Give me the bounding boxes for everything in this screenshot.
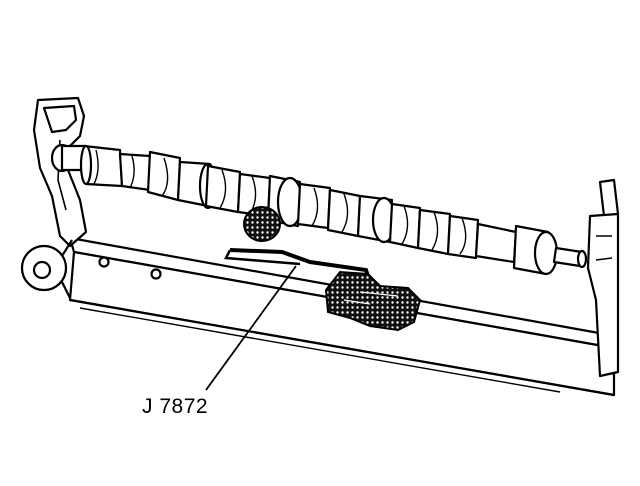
right-bearing-bracket: [586, 178, 620, 378]
indicator-base: [324, 270, 422, 332]
tool-callout-label: J 7872: [142, 395, 209, 418]
camshaft: [50, 143, 588, 276]
left-bearing-bracket: [20, 96, 88, 299]
callout-leader-line: [205, 265, 297, 391]
indicator-plunger: [243, 206, 281, 242]
dial-indicator-tool: [224, 206, 422, 332]
